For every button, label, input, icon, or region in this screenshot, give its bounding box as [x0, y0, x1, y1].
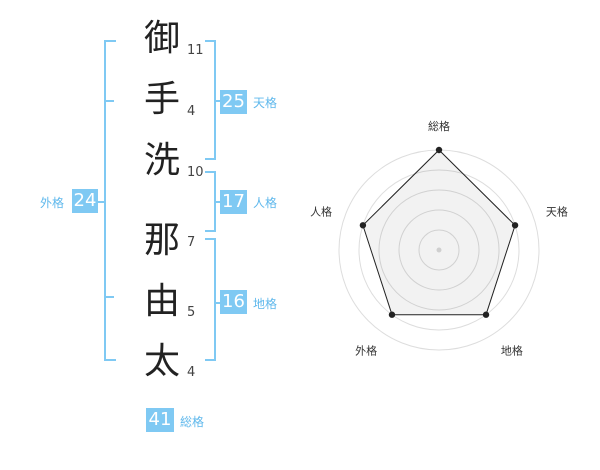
- name-char: 洗: [143, 140, 180, 181]
- radar-grid-ring: [358, 169, 520, 331]
- name-char: 太: [143, 341, 180, 382]
- chikaku-label: 地格: [253, 297, 278, 311]
- radar-axis-label: 人格: [310, 205, 332, 219]
- radar-axis-label: 天格: [546, 205, 568, 219]
- name-char: 那: [143, 220, 180, 261]
- stroke-count: 4: [187, 365, 196, 380]
- stroke-count: 10: [187, 165, 204, 180]
- stroke-count: 4: [187, 104, 196, 119]
- radar-grid-ring: [398, 209, 480, 291]
- jinkaku-value: 17: [220, 190, 247, 214]
- radar-point: [359, 222, 367, 229]
- radar-axis-label: 総格: [428, 119, 450, 133]
- radar-value-polygon: [362, 149, 516, 316]
- jinkaku-connector: [214, 201, 220, 203]
- name-char: 由: [143, 281, 180, 322]
- name-char: 手: [143, 79, 180, 120]
- tenkaku-label: 天格: [253, 96, 278, 110]
- tenkaku-connector: [214, 100, 220, 102]
- gaikaku-value: 24: [72, 189, 98, 213]
- stroke-count: 7: [187, 235, 196, 250]
- gaikaku-bracket-tick: [104, 296, 114, 298]
- radar-point: [511, 222, 519, 229]
- gaikaku-bracket: [104, 40, 116, 361]
- radar-point: [482, 311, 490, 318]
- chikaku-connector: [214, 302, 220, 304]
- name-char: 御: [143, 18, 180, 59]
- radar-grid-ring: [378, 189, 500, 311]
- soukaku-value: 41: [146, 408, 174, 432]
- stroke-count: 11: [187, 43, 204, 58]
- radar-point: [435, 146, 443, 154]
- soukaku-label: 総格: [180, 415, 205, 429]
- radar-grid-ring: [338, 149, 540, 351]
- gaikaku-label: 外格: [40, 196, 65, 210]
- radar-axis-label: 地格: [501, 343, 523, 357]
- radar-point: [388, 311, 396, 318]
- gaikaku-connector: [96, 201, 104, 203]
- chikaku-value: 16: [220, 290, 247, 314]
- gaikaku-bracket-tick: [104, 100, 114, 102]
- radar-axis-label: 外格: [355, 343, 377, 357]
- radar-grid-ring: [418, 229, 460, 271]
- stroke-count: 5: [187, 305, 196, 320]
- chikaku-bracket: [205, 238, 216, 361]
- radar-center-dot: [436, 247, 442, 253]
- jinkaku-label: 人格: [253, 196, 278, 210]
- tenkaku-value: 25: [220, 90, 247, 114]
